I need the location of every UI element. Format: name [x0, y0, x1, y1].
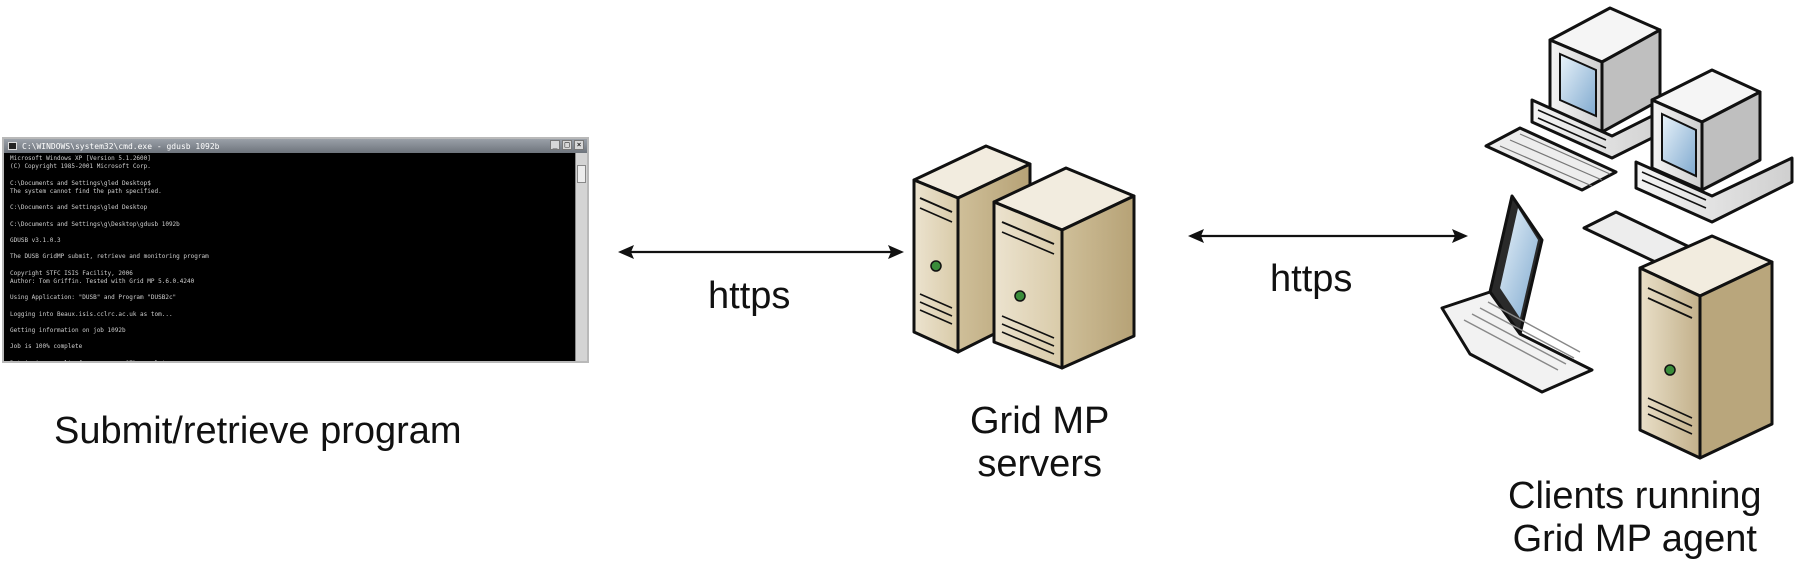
servers-label-line1: Grid MP	[970, 400, 1110, 442]
submit-program-label: Submit/retrieve program	[54, 410, 462, 452]
terminal-window: C:\WINDOWS\system32\cmd.exe - gdusb 1092…	[2, 137, 589, 363]
client-computers-icon	[1440, 6, 1794, 460]
terminal-line: C:\Documents and Settings\g\Desktop\gdus…	[10, 220, 180, 228]
right-bidirectional-arrow	[1188, 229, 1468, 243]
left-https-label: https	[708, 275, 791, 317]
terminal-line: Author: Tom Griffin. Tested with Grid MP…	[10, 277, 195, 285]
clients-label-line2: Grid MP agent	[1512, 517, 1757, 560]
terminal-line	[10, 212, 569, 220]
terminal-line	[10, 261, 569, 269]
servers-label-line2: servers	[977, 442, 1102, 485]
terminal-line	[10, 352, 569, 360]
terminal-line	[10, 245, 569, 253]
terminal-output: Microsoft Windows XP [Version 5.1.2600](…	[4, 153, 575, 361]
terminal-scrollbar[interactable]	[575, 153, 587, 361]
terminal-line: The DUSB GridMP submit, retrieve and mon…	[10, 253, 209, 261]
terminal-line	[10, 286, 569, 294]
terminal-line: Copyright STFC ISIS Facility, 2006	[10, 269, 133, 277]
terminal-line: GDUSB v3.1.0.3	[10, 236, 61, 244]
close-button[interactable]: ×	[574, 140, 584, 150]
terminal-title-bar: C:\WINDOWS\system32\cmd.exe - gdusb 1092…	[4, 139, 587, 153]
server-towers-icon	[912, 144, 1136, 370]
terminal-line: Using Application: "DUSB" and Program "D…	[10, 294, 177, 302]
left-bidirectional-arrow	[618, 245, 904, 259]
terminal-line: The system cannot find the path specifie…	[10, 187, 162, 195]
terminal-line: Logging into Beaux.isis.cclrc.ac.uk as t…	[10, 310, 173, 318]
terminal-line	[10, 196, 569, 204]
terminal-line: Retrieving results from server: 97% comp…	[10, 360, 569, 361]
terminal-line: C:\Documents and Settings\gled Desktop	[10, 204, 148, 212]
clients-label: Clients running Grid MP agent	[1508, 475, 1761, 560]
terminal-line	[10, 229, 569, 237]
terminal-line: Microsoft Windows XP [Version 5.1.2600]	[10, 155, 151, 162]
terminal-line: C:\Documents and Settings\gled Desktop$	[10, 179, 151, 187]
servers-label: Grid MP servers	[970, 400, 1109, 485]
clients-label-line1: Clients running	[1508, 475, 1762, 517]
terminal-window-title: C:\WINDOWS\system32\cmd.exe - gdusb 1092…	[22, 141, 220, 151]
terminal-line: (C) Copyright 1985-2001 Microsoft Corp.	[10, 163, 151, 171]
terminal-line	[10, 335, 569, 343]
terminal-line: Job is 100% complete	[10, 343, 83, 351]
terminal-line	[10, 319, 569, 327]
cmd-icon	[8, 142, 17, 150]
right-https-label: https	[1270, 258, 1353, 300]
minimize-button[interactable]: _	[550, 140, 560, 150]
terminal-line	[10, 302, 569, 310]
terminal-line	[10, 171, 569, 179]
terminal-line: Getting information on job 1092b	[10, 326, 126, 334]
maximize-button[interactable]: □	[562, 140, 572, 150]
